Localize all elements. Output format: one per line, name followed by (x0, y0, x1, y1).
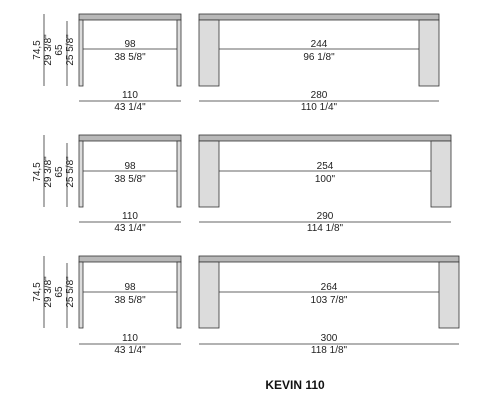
front-inner-in: 103 7/8" (311, 295, 348, 306)
height-total-in: 29 3/8" (43, 276, 54, 308)
height-clear-in: 25 5/8" (65, 156, 76, 188)
height-clear-in: 25 5/8" (65, 276, 76, 308)
side-overall-in: 43 1/4" (114, 223, 146, 234)
front-view-1 (198, 13, 440, 87)
row-1: 74,5 29 3/8" 65 25 5/8" 98 38 5/8" 110 4… (32, 13, 440, 113)
height-clear-cm: 65 (54, 166, 65, 178)
side-view-1 (78, 13, 182, 87)
side-overall-in: 43 1/4" (114, 345, 146, 356)
front-inner-cm: 264 (321, 282, 338, 293)
height-clear-in: 25 5/8" (65, 34, 76, 66)
side-overall-in: 43 1/4" (114, 102, 146, 113)
side-inner-in: 38 5/8" (114, 295, 146, 306)
side-inner-cm: 98 (124, 161, 136, 172)
height-clear-cm: 65 (54, 44, 65, 56)
height-total-in: 29 3/8" (43, 156, 54, 188)
front-overall-in: 118 1/8" (311, 345, 348, 356)
side-view-3 (78, 255, 182, 329)
height-total-cm: 74,5 (32, 162, 43, 182)
side-inner-in: 38 5/8" (114, 52, 146, 63)
front-inner-cm: 244 (311, 39, 328, 50)
height-total-cm: 74,5 (32, 282, 43, 302)
row-3: 74,5 29 3/8" 65 25 5/8" 98 38 5/8" 110 4… (32, 255, 460, 356)
side-inner-cm: 98 (124, 282, 136, 293)
front-inner-in: 100" (315, 174, 336, 185)
front-inner-in: 96 1/8" (303, 52, 335, 63)
height-clear-cm: 65 (54, 286, 65, 298)
side-view-2 (78, 134, 182, 208)
front-overall-cm: 280 (311, 90, 328, 101)
side-overall-cm: 110 (122, 211, 138, 222)
front-view-2 (198, 134, 452, 208)
side-overall-cm: 110 (122, 333, 138, 344)
side-inner-cm: 98 (124, 39, 136, 50)
front-overall-in: 114 1/8" (307, 223, 344, 234)
front-inner-cm: 254 (317, 161, 334, 172)
model-title: KEVIN 110 (265, 378, 325, 392)
front-overall-cm: 290 (317, 211, 334, 222)
front-overall-cm: 300 (321, 333, 338, 344)
height-total-cm: 74,5 (32, 40, 43, 60)
side-inner-in: 38 5/8" (114, 174, 146, 185)
row-2: 74,5 29 3/8" 65 25 5/8" 98 38 5/8" 110 4… (32, 134, 452, 234)
height-total-in: 29 3/8" (43, 34, 54, 66)
front-view-3 (198, 255, 460, 329)
front-overall-in: 110 1/4" (301, 102, 338, 113)
side-overall-cm: 110 (122, 90, 138, 101)
